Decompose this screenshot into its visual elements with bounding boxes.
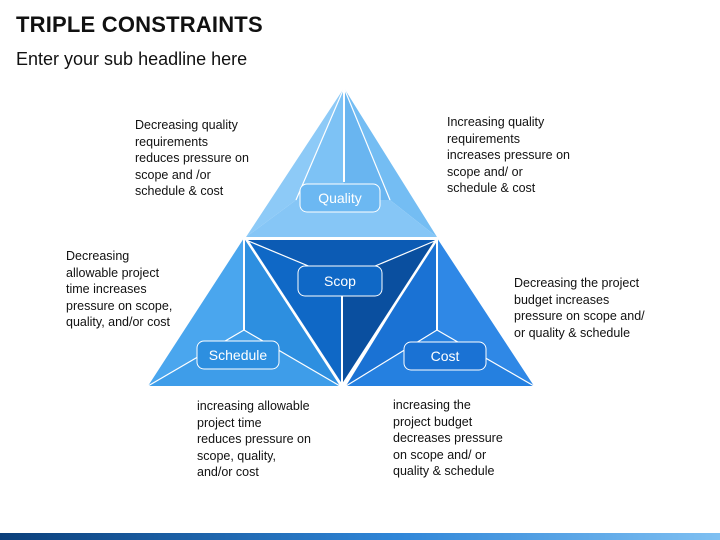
note-quality-increase: Increasing quality requirements increase… xyxy=(447,114,570,197)
page-subtitle: Enter your sub headline here xyxy=(16,49,248,69)
note-line: increasing allowable xyxy=(197,399,310,413)
separator-right xyxy=(340,238,439,387)
note-line: quality & schedule xyxy=(393,464,495,478)
scope-label-box: Scop xyxy=(297,265,383,297)
note-line: allowable project xyxy=(66,265,160,280)
note-line: budget increases xyxy=(514,292,610,307)
note-line: schedule & cost xyxy=(135,184,224,198)
quality-label-box: Quality xyxy=(299,183,381,213)
note-quality-decrease: Decreasing quality requirements reduces … xyxy=(135,117,249,200)
note-line: pressure on scope and/ xyxy=(514,309,645,323)
note-line: pressure on scope, xyxy=(66,298,173,313)
note-line: project time xyxy=(197,415,262,430)
cost-label: Cost xyxy=(431,348,460,364)
note-line: quality, and/or cost xyxy=(66,315,170,329)
note-schedule-decrease: Decreasing allowable project time increa… xyxy=(66,248,172,331)
note-line: requirements xyxy=(135,134,208,149)
note-schedule-increase: increasing allowable project time reduce… xyxy=(197,398,311,481)
scope-facet-top xyxy=(246,240,437,280)
schedule-label-box: Schedule xyxy=(196,340,280,370)
note-line: scope, quality, xyxy=(197,448,276,463)
quality-label: Quality xyxy=(318,190,362,206)
quality-triangle xyxy=(246,87,437,237)
scope-label: Scop xyxy=(324,273,356,289)
note-line: Increasing quality xyxy=(447,115,545,129)
note-line: decreases pressure xyxy=(393,431,503,445)
quality-facet-right xyxy=(344,88,437,237)
cost-facet-right xyxy=(437,238,534,386)
separator-left xyxy=(244,238,344,387)
note-line: or quality & schedule xyxy=(514,325,631,340)
schedule-label: Schedule xyxy=(209,347,268,363)
quality-edge-right xyxy=(343,87,391,201)
note-line: reduces pressure on xyxy=(197,432,311,446)
schedule-ridge-right xyxy=(243,329,341,387)
note-line: increases pressure on xyxy=(447,148,570,162)
note-line: requirements xyxy=(447,131,520,146)
schedule-facet-right xyxy=(244,238,340,386)
note-line: scope and /or xyxy=(135,167,211,182)
page-title: TRIPLE CONSTRAINTS xyxy=(16,12,263,37)
schedule-ridge-left xyxy=(147,329,245,387)
note-line: reduces pressure on xyxy=(135,151,249,165)
note-line: on scope and/ or xyxy=(393,447,487,462)
note-line: Decreasing quality xyxy=(135,118,238,132)
footer-bar xyxy=(0,533,720,540)
note-line: project budget xyxy=(393,414,473,429)
cost-label-box: Cost xyxy=(403,341,487,371)
note-cost-decrease: Decreasing the project budget increases … xyxy=(514,275,645,341)
cost-ridge-left xyxy=(345,329,438,387)
note-line: scope and/ or xyxy=(447,164,523,179)
note-line: and/or cost xyxy=(197,465,259,479)
note-line: Decreasing xyxy=(66,249,130,263)
quality-edge-left xyxy=(295,87,345,201)
note-line: schedule & cost xyxy=(447,181,536,195)
quality-facet-bottom xyxy=(246,200,437,237)
schedule-facet-top xyxy=(148,238,244,386)
note-cost-increase: increasing the project budget decreases … xyxy=(393,397,503,480)
quality-facet-left xyxy=(246,88,344,237)
note-line: time increases xyxy=(66,282,147,296)
note-line: Decreasing the project xyxy=(514,276,640,290)
note-line: increasing the xyxy=(393,398,471,412)
